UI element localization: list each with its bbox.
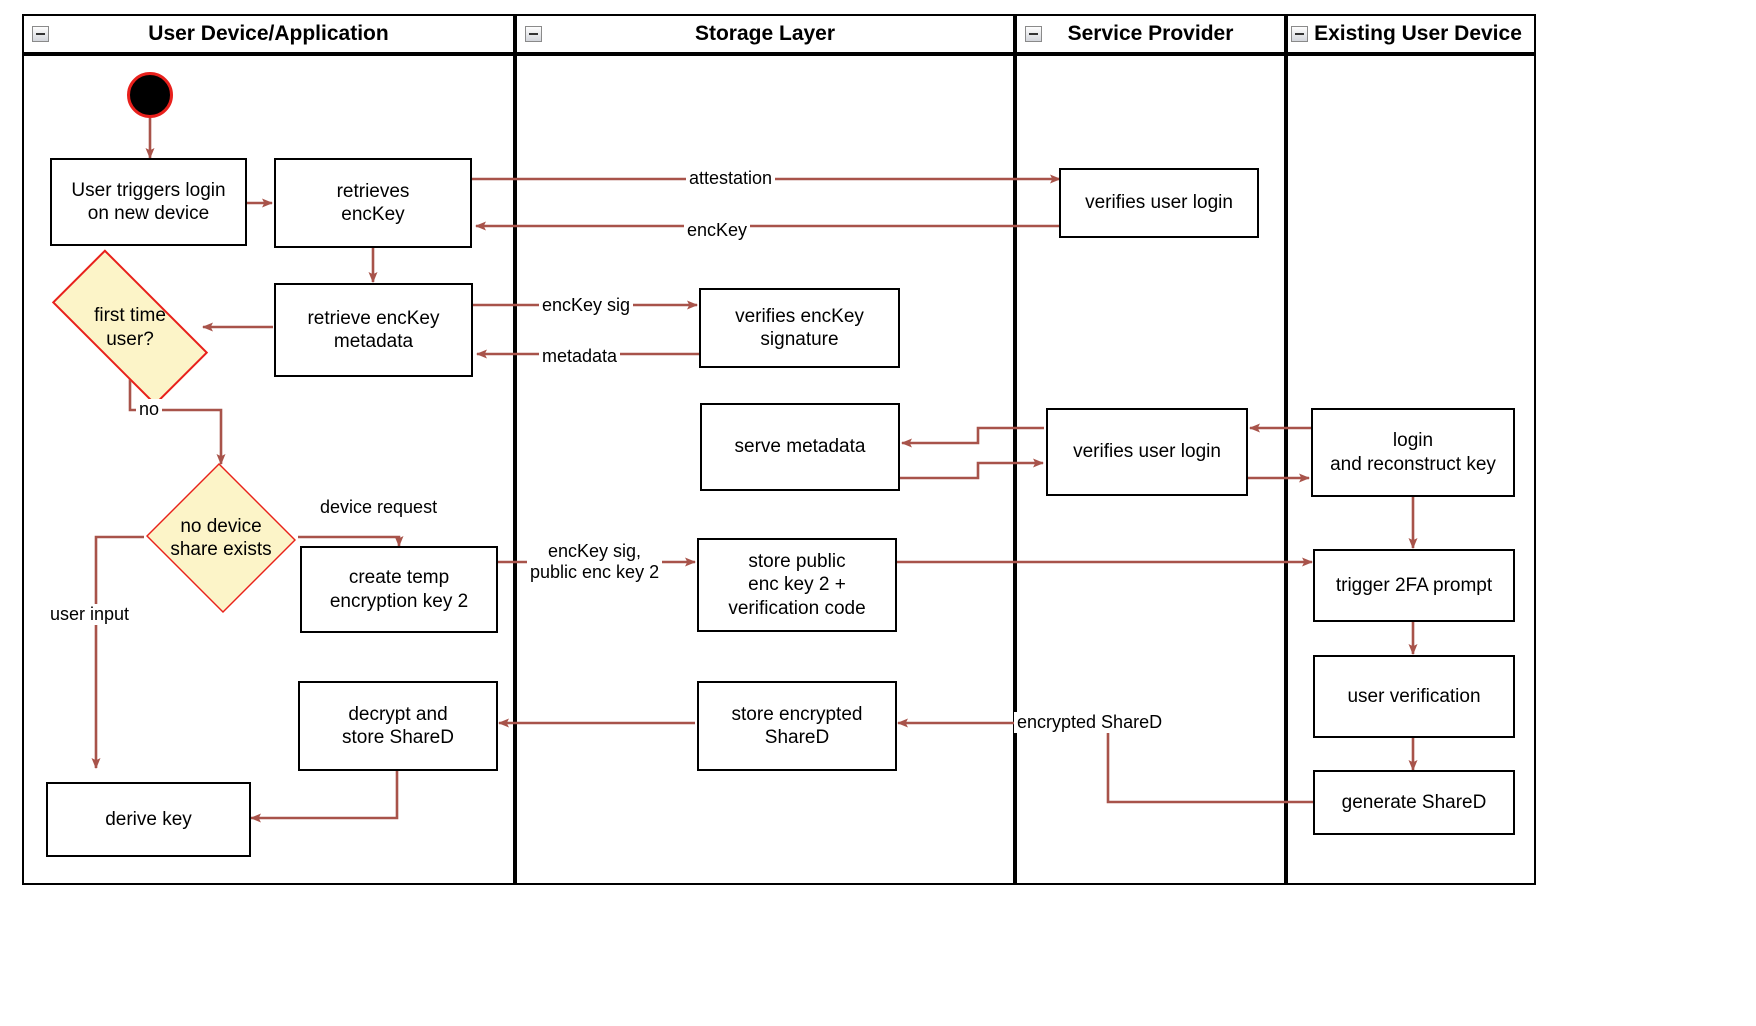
node-derive-key[interactable]: derive key: [46, 782, 251, 857]
node-user-triggers-login[interactable]: User triggers login on new device: [50, 158, 247, 246]
decision-label: no device share exists: [170, 515, 272, 560]
lane-title-storage-layer: Storage Layer: [694, 22, 836, 45]
node-store-public-enc-key[interactable]: store public enc key 2 + verification co…: [697, 538, 897, 632]
initial-node: [127, 72, 173, 118]
collapse-minus-icon[interactable]: [1025, 26, 1042, 42]
lane-title-existing-user-device: Existing User Device: [1314, 22, 1522, 45]
node-retrieves-enckey[interactable]: retrieves encKey: [274, 158, 472, 248]
collapse-minus-icon[interactable]: [525, 26, 542, 42]
edge-label-device-request: device request: [317, 497, 441, 519]
node-label: retrieve encKey metadata: [307, 307, 440, 352]
lane-body-storage-layer: [515, 54, 1015, 885]
node-label: trigger 2FA prompt: [1335, 574, 1493, 596]
edge-label-enckey-sig-public-enc-key-2: encKey sig, public enc key 2: [527, 541, 663, 584]
node-label: store encrypted ShareD: [731, 703, 863, 748]
node-login-and-reconstruct-key[interactable]: login and reconstruct key: [1311, 408, 1515, 497]
edge-servemetadata-to-verify2: [898, 458, 1044, 480]
node-label: user verification: [1347, 685, 1481, 707]
node-store-encrypted-shared[interactable]: store encrypted ShareD: [697, 681, 897, 771]
lane-header-user-device[interactable]: User Device/Application: [22, 14, 515, 54]
lane-title-user-device: User Device/Application: [148, 22, 389, 45]
edge-verify2-to-servemetadata: [901, 426, 1044, 448]
node-decrypt-store-shared[interactable]: decrypt and store ShareD: [298, 681, 498, 771]
node-label: derive key: [105, 808, 192, 830]
decision-first-time-user[interactable]: first time user?: [51, 249, 209, 406]
edge-device-request: [298, 535, 404, 547]
node-label: generate ShareD: [1341, 791, 1487, 813]
collapse-minus-icon[interactable]: [32, 26, 49, 42]
edge-label-user-input: user input: [47, 604, 133, 626]
node-label: verifies user login: [1073, 441, 1221, 463]
edge-label-metadata: metadata: [539, 346, 621, 368]
node-serve-metadata[interactable]: serve metadata: [700, 403, 900, 491]
node-label: store public enc key 2 + verification co…: [728, 551, 866, 619]
lane-header-existing-user-device[interactable]: Existing User Device: [1286, 14, 1536, 54]
lane-body-service-provider: [1015, 54, 1286, 885]
node-retrieve-enckey-metadata[interactable]: retrieve encKey metadata: [274, 283, 473, 377]
edge-label-no: no: [136, 399, 163, 421]
edge-label-enckey: encKey: [684, 220, 751, 242]
decision-no-device-share[interactable]: no device share exists: [144, 463, 298, 613]
node-generate-shared[interactable]: generate ShareD: [1313, 770, 1515, 835]
node-label: serve metadata: [734, 436, 866, 458]
collapse-minus-icon[interactable]: [1291, 26, 1308, 42]
node-user-verification[interactable]: user verification: [1313, 655, 1515, 738]
edge-label-attestation: attestation: [686, 168, 776, 190]
node-verifies-user-login-2[interactable]: verifies user login: [1046, 408, 1248, 496]
lane-body-existing-user-device: [1286, 54, 1536, 885]
edge-label-enckey-sig: encKey sig: [539, 295, 634, 317]
lane-header-storage-layer[interactable]: Storage Layer: [515, 14, 1015, 54]
node-label: verifies encKey signature: [735, 305, 864, 350]
edge-encrypted-shared: [897, 718, 1313, 804]
node-label: decrypt and store ShareD: [342, 703, 454, 748]
node-create-temp-key[interactable]: create temp encryption key 2: [300, 546, 498, 633]
lane-title-service-provider: Service Provider: [1067, 22, 1234, 45]
edge-user-input: [91, 535, 144, 769]
edge-decrypt-to-derive: [250, 771, 399, 823]
node-label: User triggers login on new device: [71, 179, 226, 224]
node-label: verifies user login: [1085, 192, 1233, 214]
lane-body-user-device: [22, 54, 515, 885]
node-trigger-2fa-prompt[interactable]: trigger 2FA prompt: [1313, 549, 1515, 622]
node-label: login and reconstruct key: [1330, 430, 1496, 475]
edge-label-encrypted-shared: encrypted ShareD: [1014, 712, 1166, 734]
lane-header-service-provider[interactable]: Service Provider: [1015, 14, 1286, 54]
decision-label: first time user?: [94, 305, 166, 350]
node-verifies-user-login-1[interactable]: verifies user login: [1059, 168, 1259, 238]
edge-no: [128, 374, 226, 465]
node-label: retrieves encKey: [336, 180, 410, 225]
node-verifies-enckey-signature[interactable]: verifies encKey signature: [699, 288, 900, 368]
node-label: create temp encryption key 2: [329, 567, 469, 612]
